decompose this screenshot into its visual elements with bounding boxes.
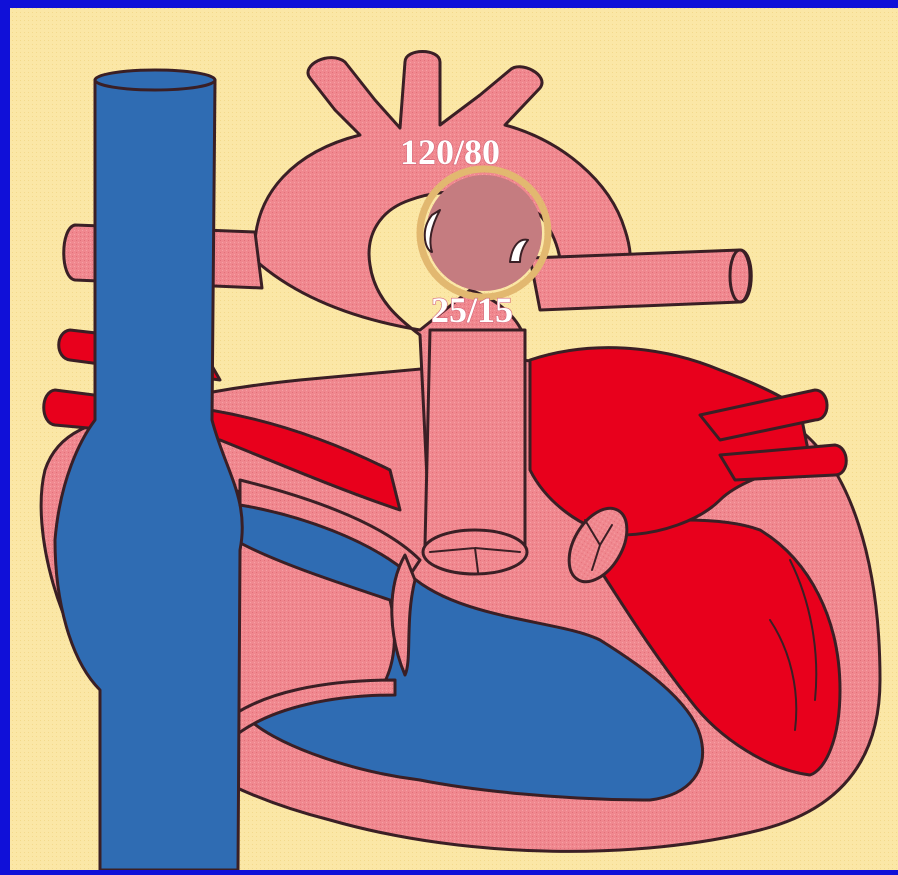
- right-pulmonary-artery: [530, 250, 751, 310]
- ductus-arteriosus-region: [426, 175, 542, 291]
- pulmonary-trunk: [425, 330, 525, 545]
- pulmonary-pressure-label: 25/15: [431, 290, 513, 330]
- right-pulmonary-artery-opening: [730, 250, 750, 302]
- aortic-pressure-label: 120/80: [400, 132, 500, 172]
- vena-cava-opening: [95, 70, 215, 90]
